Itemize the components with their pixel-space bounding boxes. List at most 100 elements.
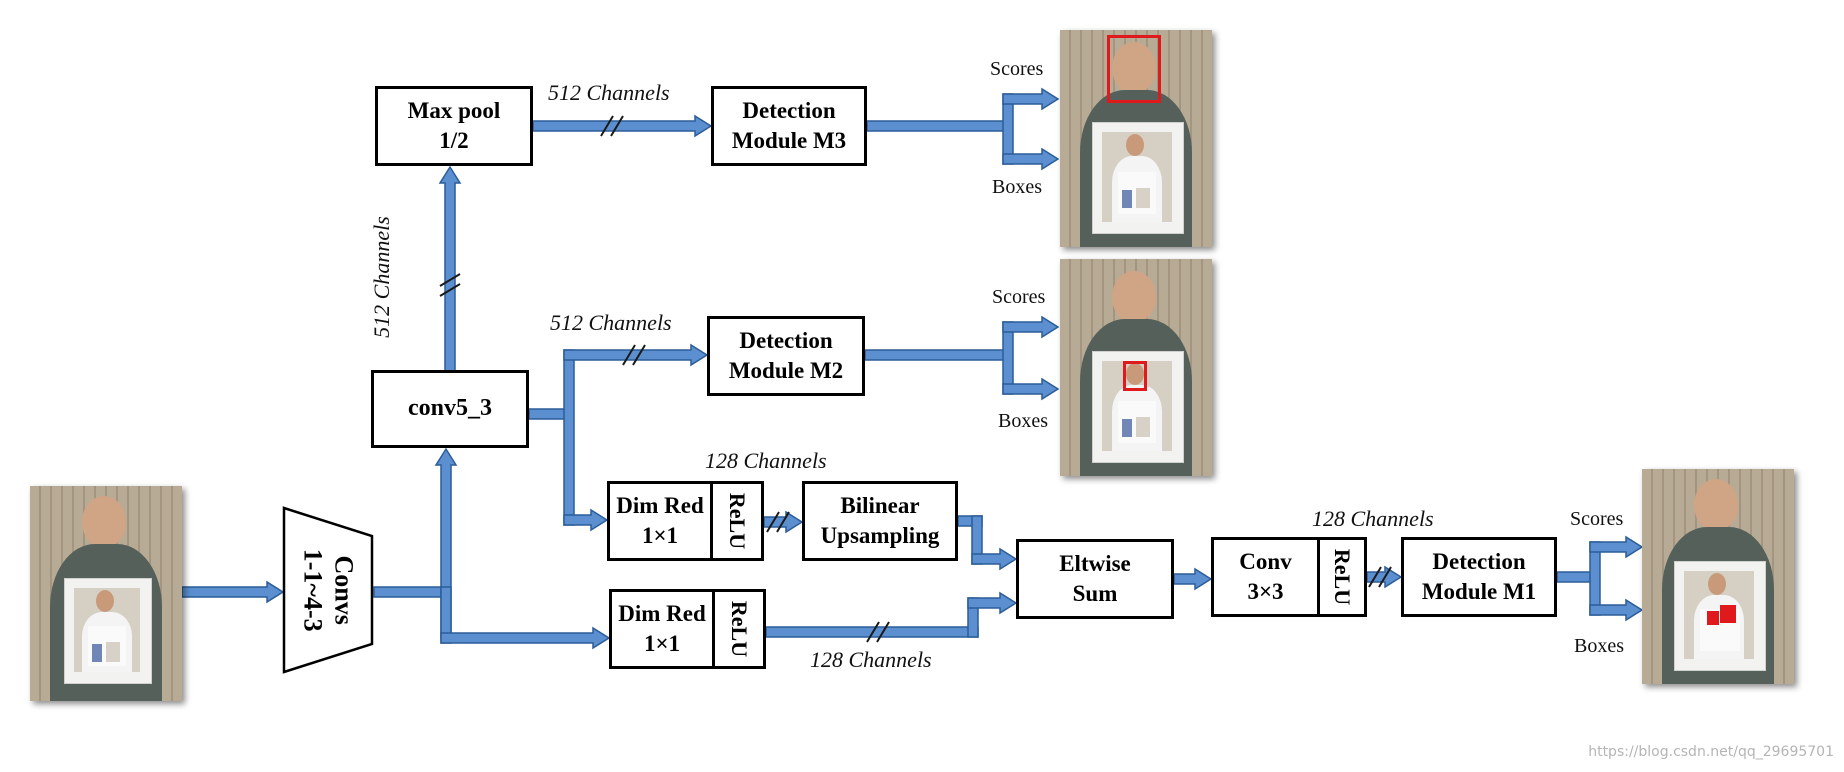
photo-inner-face bbox=[1708, 573, 1726, 595]
bilinear-upsampling-block: Bilinear Upsampling bbox=[802, 481, 958, 561]
arrow-conv5-to-m2 bbox=[563, 343, 709, 367]
convs-block bbox=[282, 506, 374, 674]
detection-module-m2: Detection Module M2 bbox=[707, 316, 865, 396]
dim-red-top-block: Dim Red 1×1 bbox=[607, 481, 713, 561]
channel-slash-maxpool-m3 bbox=[600, 115, 614, 137]
relu-top-label: ReLU bbox=[725, 492, 750, 550]
detection-box bbox=[1107, 35, 1161, 103]
watermark-text: https://blog.csdn.net/qq_29695701 bbox=[1588, 744, 1834, 760]
photo-inner-face bbox=[1126, 134, 1144, 156]
detection-box bbox=[1123, 361, 1147, 391]
max-pool-block: Max pool 1/2 bbox=[375, 86, 533, 166]
arrow-bottom-to-eltwise bbox=[967, 591, 1018, 615]
m1-line1: Detection bbox=[1432, 549, 1526, 575]
arrow-m3-fork-scores bbox=[1002, 87, 1060, 111]
photo-kid bbox=[1122, 190, 1132, 208]
channel-slash-dimred bbox=[766, 511, 780, 533]
channel-slash-conv-m1 bbox=[1368, 566, 1382, 588]
photo-inner-face bbox=[1126, 363, 1144, 385]
relu-bottom-label: ReLU bbox=[727, 600, 752, 658]
max-pool-line1: Max pool bbox=[407, 98, 501, 124]
m2-line1: Detection bbox=[739, 328, 833, 354]
m3-scores-text: Scores bbox=[990, 58, 1044, 80]
channel-slash-vertical bbox=[439, 283, 461, 297]
arrow-m2-fork-scores bbox=[1002, 315, 1060, 339]
conv3x3-line2: 3×3 bbox=[1247, 579, 1284, 604]
arrow-m1-fork-split bbox=[1589, 541, 1601, 616]
m1-boxes-label: Boxes bbox=[1574, 635, 1624, 658]
relu-conv-label: ReLU bbox=[1330, 548, 1355, 606]
edge-label-vertical-512: 512 Channels bbox=[369, 207, 395, 347]
edge-label-dimred-128: 128 Channels bbox=[705, 448, 827, 474]
m3-boxes-label: Boxes bbox=[992, 176, 1042, 199]
m1-boxes-text: Boxes bbox=[1574, 635, 1624, 657]
convs-label: Convs 1-1~4-3 bbox=[282, 506, 374, 674]
channel-slash-maxpool-m3 bbox=[610, 115, 624, 137]
arrow-m3-fork-shaft bbox=[866, 120, 1009, 132]
detection-box bbox=[1720, 605, 1736, 623]
bilinear-line2: Upsampling bbox=[820, 523, 940, 548]
dim-red-bottom-line2: 1×1 bbox=[643, 631, 681, 656]
photo-kid bbox=[1122, 419, 1132, 437]
bottom-128-text: 128 Channels bbox=[810, 647, 932, 672]
edge-label-conv5-m2: 512 Channels bbox=[550, 310, 672, 336]
conv-m1-text: 128 Channels bbox=[1312, 506, 1434, 531]
relu-top-block: ReLU bbox=[710, 481, 764, 561]
m3-line2: Module M3 bbox=[731, 128, 847, 153]
arrow-m1-fork-scores bbox=[1589, 535, 1644, 559]
photo-inner-face bbox=[96, 590, 114, 612]
conv5-m2-text: 512 Channels bbox=[550, 310, 672, 335]
convs-line1: Convs bbox=[329, 555, 359, 625]
arrow-to-dim-red-bottom bbox=[440, 626, 611, 650]
detection-module-m3: Detection Module M3 bbox=[711, 86, 867, 166]
convs-line2: 1-1~4-3 bbox=[298, 548, 327, 632]
conv5_3-block: conv5_3 bbox=[371, 370, 529, 448]
m1-line2: Module M1 bbox=[1421, 579, 1537, 604]
arrow-bilinear-to-eltwise bbox=[971, 547, 1018, 571]
channel-slash-conv5-m2 bbox=[632, 344, 646, 366]
dim-red-top-line1: Dim Red bbox=[616, 493, 704, 519]
arrow-convs-trunk bbox=[373, 586, 447, 598]
arrow-m2-fork-shaft bbox=[864, 349, 1009, 361]
photo-kid bbox=[1136, 417, 1150, 437]
photo-kid bbox=[1136, 188, 1150, 208]
dim-red-top-line2: 1×1 bbox=[641, 523, 679, 548]
channel-slash-dimred bbox=[776, 511, 790, 533]
max-pool-line2: 1/2 bbox=[439, 128, 469, 153]
photo-kid bbox=[92, 644, 102, 662]
dim-red-bottom-line1: Dim Red bbox=[618, 601, 706, 627]
arrow-m3-fork-boxes bbox=[1002, 147, 1060, 171]
output-image-m2 bbox=[1060, 259, 1212, 476]
arrow-m1-fork-boxes bbox=[1589, 598, 1644, 622]
m2-boxes-text: Boxes bbox=[998, 410, 1048, 432]
channel-slash-vertical bbox=[439, 273, 461, 287]
photo-face bbox=[82, 496, 126, 548]
edge-label-maxpool-m3: 512 Channels bbox=[548, 80, 670, 106]
relu-conv-block: ReLU bbox=[1317, 537, 1367, 617]
detection-module-m1: Detection Module M1 bbox=[1401, 537, 1557, 617]
dim-red-bottom-block: Dim Red 1×1 bbox=[609, 589, 715, 669]
relu-bottom-block: ReLU bbox=[712, 589, 766, 669]
m3-scores-label: Scores bbox=[990, 58, 1043, 81]
photo-face bbox=[1112, 42, 1156, 94]
m3-boxes-text: Boxes bbox=[992, 176, 1042, 198]
eltwise-line1: Eltwise bbox=[1059, 551, 1131, 577]
m2-scores-text: Scores bbox=[992, 286, 1046, 308]
channel-slash-bottom bbox=[866, 621, 880, 643]
watermark: https://blog.csdn.net/qq_29695701 bbox=[1588, 744, 1834, 760]
m3-line1: Detection bbox=[742, 98, 836, 124]
edge-label-conv-m1: 128 Channels bbox=[1312, 506, 1434, 532]
maxpool-m3-text: 512 Channels bbox=[548, 80, 670, 105]
arrow-m2-fork-boxes bbox=[1002, 377, 1060, 401]
detection-box bbox=[1707, 611, 1719, 625]
output-image-m1 bbox=[1642, 469, 1794, 684]
m2-scores-label: Scores bbox=[992, 286, 1045, 309]
channel-slash-conv-m1 bbox=[1378, 566, 1392, 588]
eltwise-line2: Sum bbox=[1072, 581, 1118, 606]
eltwise-sum-block: Eltwise Sum bbox=[1016, 539, 1174, 619]
conv3x3-line1: Conv bbox=[1239, 549, 1292, 575]
conv5_3-label: conv5_3 bbox=[408, 395, 492, 422]
arrow-conv5-to-maxpool bbox=[438, 165, 462, 372]
